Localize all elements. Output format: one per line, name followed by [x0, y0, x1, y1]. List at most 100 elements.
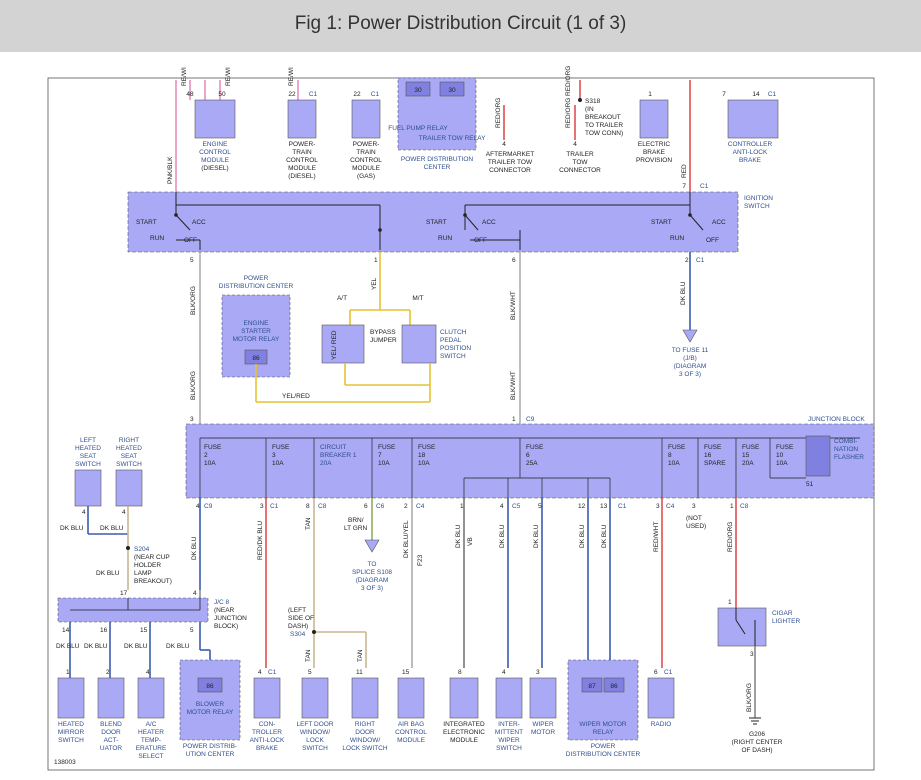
svg-text:BREAKER 1: BREAKER 1	[320, 452, 357, 459]
dk-blu-ac: DK BLU	[124, 643, 148, 650]
s304-label: S304	[290, 631, 306, 638]
jb-out-conn-c1b: C1	[618, 503, 627, 510]
g206-label: G206	[749, 731, 765, 738]
svg-text:SPARE: SPARE	[704, 460, 726, 467]
airbag-pin: 15	[402, 669, 410, 676]
seat-switches: LEFT HEATED SEAT SWITCH RIGHT HEATED SEA…	[60, 437, 172, 590]
figure-header: Fig 1: Power Distribution Circuit (1 of …	[0, 0, 921, 52]
at-label: A/T	[337, 295, 347, 302]
jb-out-conn-c6: C6	[376, 503, 385, 510]
cigar-l1: CIGAR	[772, 610, 793, 617]
wiper-motor-l1: WIPER	[532, 721, 554, 728]
svg-text:10A: 10A	[378, 460, 390, 467]
fuse11-l2: (J/B)	[683, 355, 697, 362]
jb-out-conn-c8b: C8	[740, 503, 749, 510]
abs-conn: C1	[768, 91, 777, 98]
wiper-sw-l1: INTER-	[498, 721, 520, 728]
ecm-diesel-l1: ENGINE	[203, 141, 229, 148]
jc8-pin-14: 14	[62, 627, 70, 634]
jb-out-pin-3: 3	[260, 503, 264, 510]
jc8-block: 17 4 14 16 15 5 J/C 8 (NEAR JUNCTION BLO…	[56, 590, 247, 678]
abs-l3: BRAKE	[739, 157, 762, 164]
fuse-3: FUSE 3 10A	[272, 444, 290, 467]
s318-note2: BREAKOUT	[585, 114, 621, 121]
fuse-7: FUSE 7 10A	[378, 444, 396, 467]
ecm-diesel-l2: CONTROL	[199, 149, 231, 156]
wiper-sw-l2: MITTENT	[495, 729, 523, 736]
ign-input-conn: C1	[700, 183, 709, 190]
tan-wire-2: TAN	[305, 649, 312, 662]
jb-out-conn-c8: C8	[318, 503, 327, 510]
dk-blu-seat-r: DK BLU	[100, 525, 124, 532]
ecm-diesel-l4: (DIESEL)	[201, 165, 228, 172]
ign-pin-5: 5	[190, 257, 194, 264]
s204-l4: LAMP	[134, 570, 152, 577]
mid-section: BLK/ORG BLK/ORG YEL BLK/WHT BLK/WHT DK B…	[190, 252, 709, 428]
clutch-l3: POSITION	[440, 345, 471, 352]
svg-text:MODULE: MODULE	[201, 157, 229, 164]
ign-start-2: START	[426, 219, 447, 226]
s304-note-3: DASH)	[288, 623, 308, 630]
jb-out-conn-c1a: C1	[270, 503, 279, 510]
starter-relay-l1: ENGINE	[244, 320, 270, 327]
pcm-diesel-conn: C1	[309, 91, 318, 98]
iem-pin: 8	[458, 669, 462, 676]
airbag-l2: CONTROL	[395, 729, 427, 736]
ign-start-1: START	[136, 219, 157, 226]
figure-title: Fig 1: Power Distribution Circuit (1 of …	[294, 13, 627, 34]
abs-l1: CONTROLLER	[728, 141, 773, 148]
pcm-diesel-l2: TRAIN	[292, 149, 312, 156]
clutch-l4: SWITCH	[440, 353, 466, 360]
svg-text:2: 2	[204, 452, 208, 459]
ign-pin-1: 1	[374, 257, 378, 264]
jb-out-pin-6: 6	[364, 503, 368, 510]
jc8-l4: BLOCK)	[214, 623, 238, 630]
pcm-gas-l3: CONTROL	[350, 157, 382, 164]
s204-label: S204	[134, 546, 150, 553]
wiper-relay-l2: RELAY	[593, 729, 614, 736]
pcm-gas-l2: TRAIN	[356, 149, 376, 156]
svg-text:FUSE: FUSE	[418, 444, 436, 451]
trailer-tow-relay-label: TRAILER TOW RELAY	[419, 135, 486, 142]
svg-text:FUSE: FUSE	[204, 444, 222, 451]
airbag-l3: MODULE	[397, 737, 425, 744]
ac-l2: HEATER	[138, 729, 164, 736]
jc8-pin-4: 4	[193, 590, 197, 597]
pcm-diesel-l1: POWER-	[289, 141, 316, 148]
jb-out-conn-c4b: C4	[666, 503, 675, 510]
bottom-labels: 1 HEATED MIRROR SWITCH 2 BLEND DOOR ACT-…	[54, 669, 673, 766]
pcm-diesel-l3: CONTROL	[286, 157, 318, 164]
svg-text:ENGINE: ENGINE	[203, 141, 229, 148]
s318-splice-dot	[578, 98, 582, 102]
svg-text:FUSE: FUSE	[526, 444, 544, 451]
jc8-l3: JUNCTION	[214, 615, 247, 622]
dk-blu-seat-l: DK BLU	[60, 525, 84, 532]
svg-text:16: 16	[704, 452, 712, 459]
mirror-l3: SWITCH	[58, 737, 84, 744]
trailer-conn-pin: 4	[573, 141, 577, 148]
left-window-l4: SWITCH	[302, 745, 328, 752]
fuse11-l1: TO FUSE 11	[672, 347, 709, 354]
ac-l5: SELECT	[138, 753, 163, 760]
right-window-l3: WINDOW/	[350, 737, 381, 744]
g206-l2: (RIGHT CENTER	[732, 739, 783, 746]
combination-flasher: COMBI- NATION FLASHER 51	[805, 435, 864, 488]
wiper-pdc-l1: POWER	[591, 743, 616, 750]
circuit-breaker-1: CIRCUIT BREAKER 1 20A	[320, 444, 357, 467]
ign-acc-1: ACC	[192, 219, 206, 226]
svg-text:18: 18	[418, 452, 426, 459]
svg-text:10A: 10A	[272, 460, 284, 467]
jb-pin-1: 1	[512, 416, 516, 423]
pcm-gas-l4: MODULE	[352, 165, 380, 172]
svg-text:8: 8	[668, 452, 672, 459]
brn-lt-grn-1: BRN/	[348, 517, 364, 524]
pcm-gas-l1: POWER-	[353, 141, 380, 148]
yel-red-wire: YEL/RED	[282, 393, 310, 400]
jc8-l2: (NEAR	[214, 607, 235, 614]
pcm-gas-l5: (GAS)	[357, 173, 375, 180]
ign-run-1: RUN	[150, 235, 164, 242]
fuse-2: FUSE 2 10A	[204, 444, 222, 467]
pcm-diesel-l4: MODULE	[288, 165, 316, 172]
bypass-l1: BYPASS	[370, 329, 396, 336]
dk-blu-iem: DK BLU	[455, 524, 462, 548]
